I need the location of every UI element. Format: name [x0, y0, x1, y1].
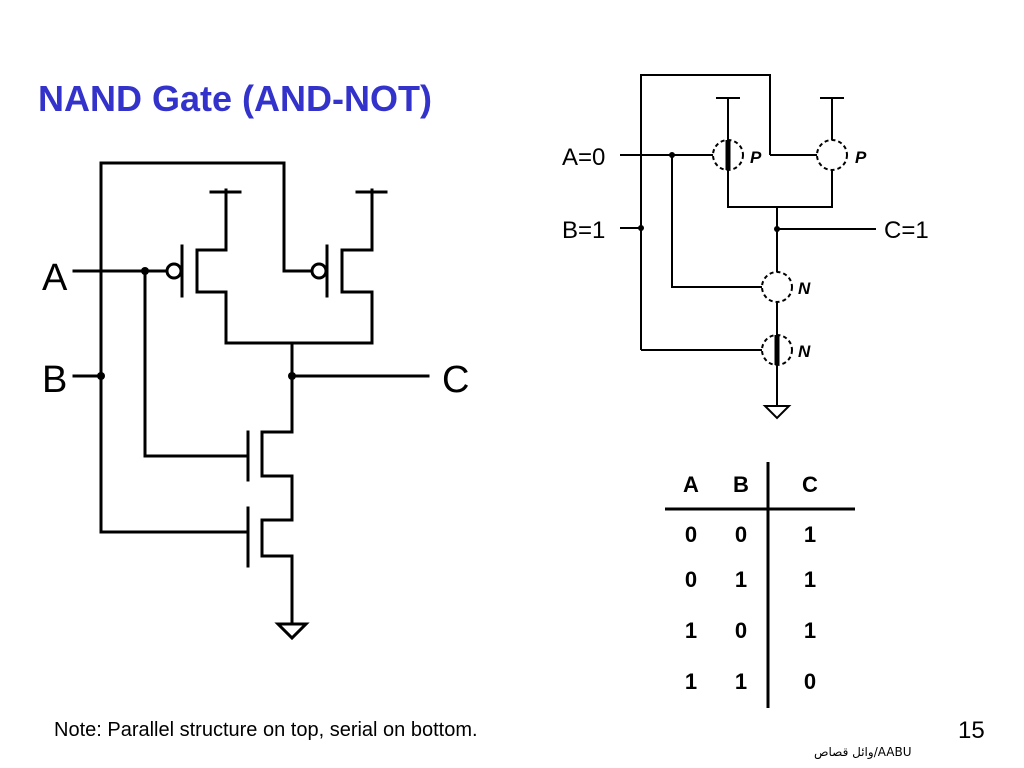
- ground-symbol: [762, 405, 792, 420]
- label-a-value: A=0: [562, 144, 605, 171]
- a-to-nmos1-gate-wire: [143, 269, 248, 458]
- junction-dot: [97, 372, 105, 380]
- label-p-1: P: [750, 148, 762, 167]
- truth-table-header-a: A: [683, 472, 699, 497]
- label-p-2: P: [855, 148, 867, 167]
- pmos2-gate-bubble: [310, 262, 328, 280]
- junction-dot: [288, 372, 296, 380]
- truth-table-header-b: B: [733, 472, 749, 497]
- truth-table-cell: 1: [803, 618, 817, 643]
- right-nand-switch-model: [620, 74, 876, 405]
- pmos-transistor-1: [180, 188, 242, 345]
- truth-table: A B C 0 0 1 0 1 1 1 0 1 1 1 0: [665, 462, 857, 708]
- label-c: C: [442, 359, 469, 401]
- truth-table-cell: 1: [734, 669, 748, 694]
- pmos-transistor-2: [325, 188, 388, 345]
- footer-credit: وائل قصاص/AABU: [814, 745, 912, 759]
- junction-dot: [774, 226, 780, 232]
- junction-dot: [141, 267, 149, 275]
- label-b: B: [42, 359, 67, 401]
- truth-table-cell: 0: [684, 567, 698, 592]
- slide-title: NAND Gate (AND-NOT): [38, 78, 432, 119]
- truth-table-cell: 0: [734, 618, 748, 643]
- pmos1-gate-bubble: [165, 262, 183, 280]
- truth-table-cell: 1: [734, 567, 748, 592]
- a-to-upper-n-wire: [671, 155, 762, 288]
- page-number: 15: [958, 717, 985, 744]
- p-output-join-wire: [727, 170, 833, 208]
- truth-table-cell: 0: [684, 522, 698, 547]
- junction-dot: [638, 225, 644, 231]
- truth-table-lines: [665, 462, 855, 708]
- b-bus-wire: [99, 161, 248, 534]
- truth-table-cell: 1: [684, 669, 698, 694]
- label-b-value: B=1: [562, 217, 605, 244]
- truth-table-cell: 1: [803, 567, 817, 592]
- b-to-pmos2-gate-wire: [99, 161, 315, 273]
- label-n-1: N: [798, 279, 811, 298]
- note-text: Note: Parallel structure on top, serial …: [54, 719, 478, 741]
- left-nand-schematic: [72, 161, 430, 641]
- nmos-transistor-1: [246, 430, 294, 522]
- p-switch-2: [816, 139, 848, 171]
- truth-table-cell: 1: [684, 618, 698, 643]
- truth-table-header-c: C: [802, 472, 818, 497]
- ground-symbol: [274, 622, 310, 641]
- label-n-2: N: [798, 342, 811, 361]
- label-c-value: C=1: [884, 217, 929, 244]
- b-loop-wire: [640, 74, 771, 350]
- n-switch-1: [761, 271, 793, 303]
- label-a: A: [42, 257, 68, 299]
- junction-dot: [669, 152, 675, 158]
- truth-table-cell: 0: [803, 669, 817, 694]
- truth-table-cell: 0: [734, 522, 748, 547]
- truth-table-cell: 1: [803, 522, 817, 547]
- nmos-transistor-2: [246, 506, 294, 624]
